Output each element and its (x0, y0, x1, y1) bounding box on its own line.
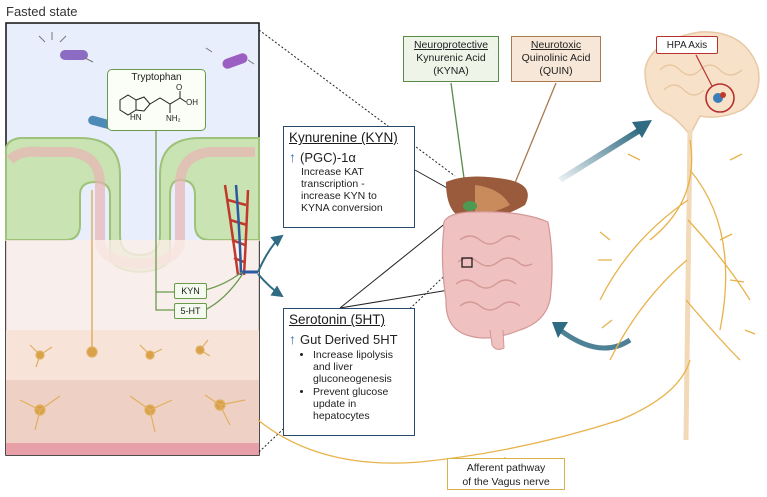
neuron-icon (19, 190, 246, 433)
up-arrow-icon: ↑ (289, 149, 296, 165)
intestine-icon (441, 211, 553, 350)
neuroprotective-title: Neuroprotective (413, 39, 489, 51)
neurotoxic-line: Quinolinic Acid (521, 52, 591, 64)
serotonin-sub: Gut Derived 5HT (300, 331, 398, 347)
neuroprotective-line: (KYNA) (433, 65, 469, 77)
page-title: Fasted state (6, 4, 78, 19)
tryptophan-label: Tryptophan (131, 72, 182, 83)
neurotoxic-title: Neurotoxic (530, 39, 582, 51)
serotonin-bullet: Prevent glucose update in hepatocytes (313, 386, 409, 422)
kynurenine-heading: Kynurenine (KYN) (289, 130, 398, 145)
serotonin-sub-row: ↑ Gut Derived 5HT (289, 331, 409, 347)
kynurenine-line: transcription - (301, 178, 365, 190)
vagus-nerve (257, 139, 756, 470)
liver-icon (446, 176, 528, 220)
neuroprotective-box: Neuroprotective Kynurenic Acid (KYNA) (403, 36, 499, 82)
up-arrow-icon: ↑ (289, 331, 296, 347)
atom-nh2: NH₂ (166, 114, 181, 123)
atom-hn: HN (130, 113, 142, 122)
afferent-pathway-box: Afferent pathway of the Vagus nerve (447, 458, 565, 490)
tryptophan-structure (119, 91, 187, 116)
afferent-line: Afferent pathway (466, 462, 546, 474)
serotonin-bullets: Increase lipolysis and liver gluconeogen… (289, 349, 409, 422)
kynurenine-line: KYNA conversion (301, 202, 383, 214)
hpa-axis-label: HPA Axis (656, 36, 718, 54)
serotonin-box: Serotonin (5HT) ↑ Gut Derived 5HT Increa… (283, 308, 415, 436)
kynurenine-box: Kynurenine (KYN) ↑ (PGC)-1α Increase KAT… (283, 126, 415, 228)
atom-o: O (176, 83, 183, 92)
neuroprotective-line: Kynurenic Acid (416, 52, 486, 64)
kyn-chip: KYN (174, 283, 207, 299)
atom-oh: OH (186, 98, 198, 107)
kynurenine-body: Increase KAT transcription - increase KY… (301, 166, 409, 214)
serotonin-chip: 5-HT (174, 303, 207, 319)
afferent-line: of the Vagus nerve (462, 476, 550, 488)
tryptophan-box: Tryptophan OH O NH₂ HN (107, 69, 206, 131)
serotonin-bullet: Increase lipolysis and liver gluconeogen… (313, 349, 409, 385)
kynurenine-sub-row: ↑ (PGC)-1α (289, 149, 409, 165)
kynurenine-line: increase KYN to (301, 190, 377, 202)
serotonin-heading: Serotonin (5HT) (289, 312, 386, 327)
kynurenine-line: Increase KAT (301, 166, 364, 178)
kynurenine-sub: (PGC)-1α (300, 149, 356, 165)
blood-vessel (223, 184, 258, 276)
neurotoxic-line: (QUIN) (539, 65, 573, 77)
neurotoxic-box: Neurotoxic Quinolinic Acid (QUIN) (511, 36, 601, 82)
